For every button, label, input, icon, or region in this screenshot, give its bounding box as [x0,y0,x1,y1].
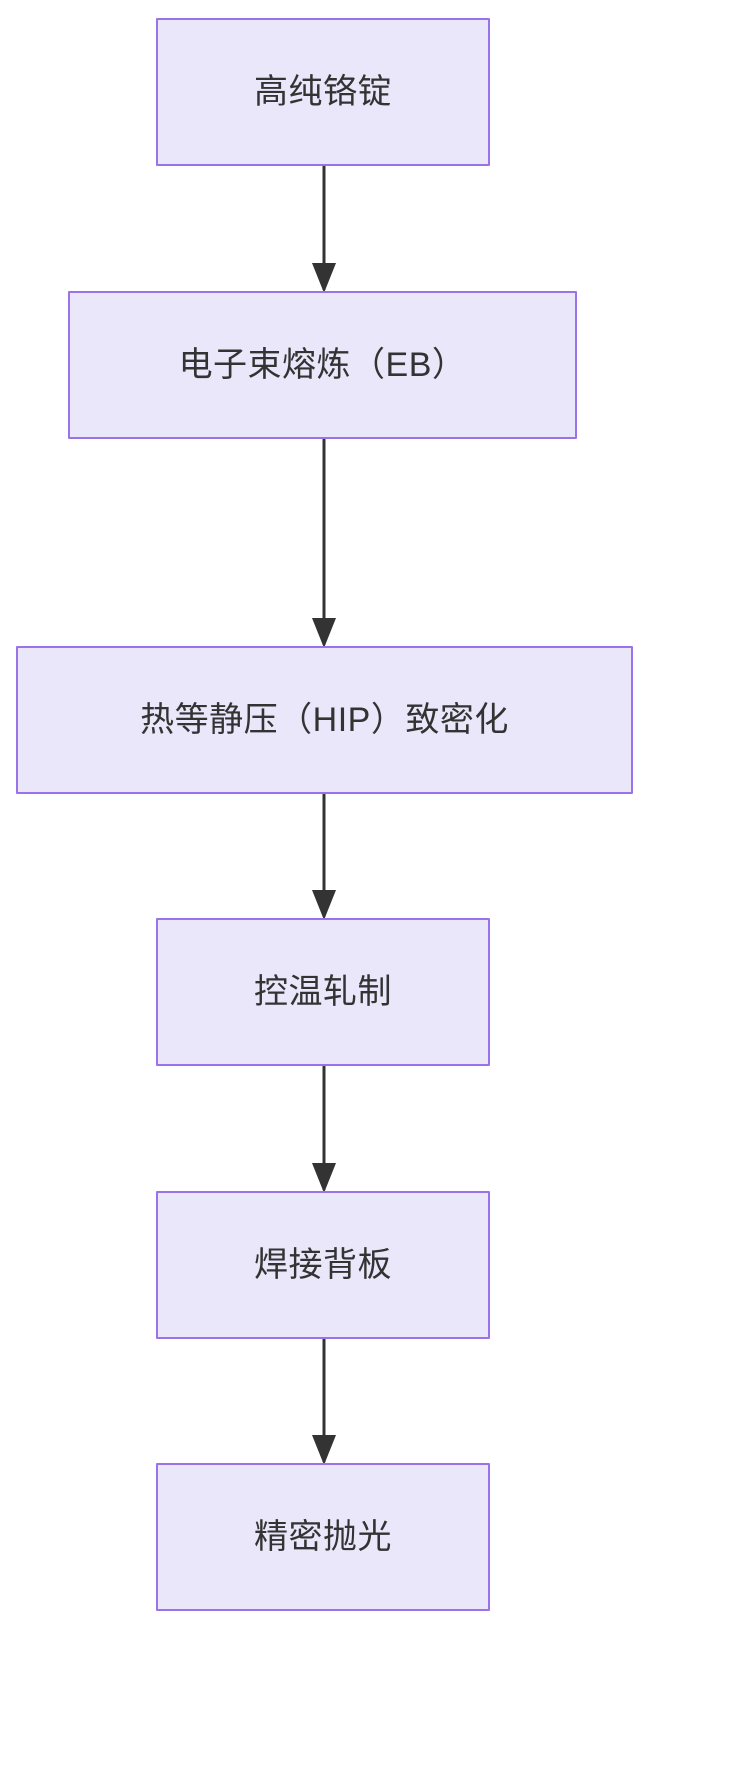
flow-node-6-label: 精密抛光 [254,1517,392,1556]
flow-node-2[interactable]: 电子束熔炼（EB） [68,291,577,439]
flow-node-5[interactable]: 焊接背板 [156,1191,490,1339]
flow-node-4-label: 控温轧制 [254,972,392,1011]
flow-node-4[interactable]: 控温轧制 [156,918,490,1066]
flow-node-3-label: 热等静压（HIP）致密化 [140,700,509,739]
flow-node-1-label: 高纯铬锭 [254,72,392,111]
flow-node-2-label: 电子束熔炼（EB） [178,345,467,384]
flow-node-1[interactable]: 高纯铬锭 [156,18,490,166]
flow-node-5-label: 焊接背板 [254,1245,392,1284]
flow-node-3[interactable]: 热等静压（HIP）致密化 [16,646,633,794]
flow-node-6[interactable]: 精密抛光 [156,1463,490,1611]
